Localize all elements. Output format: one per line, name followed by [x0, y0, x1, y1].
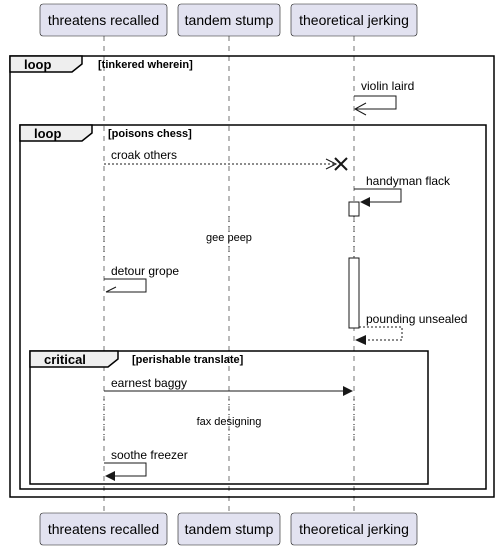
fragment-keyword: critical [44, 352, 86, 367]
message-pounding-unsealed: pounding unsealed [355, 312, 467, 345]
activation-bar [348, 257, 360, 329]
fragment-guard: [perishable translate] [132, 354, 244, 366]
message-detour-grope: detour grope [104, 264, 179, 293]
message-label: pounding unsealed [366, 312, 467, 326]
participant-label: threatens recalled [48, 12, 159, 28]
activation-bar [348, 201, 360, 217]
participant-threatens-recalled-bottom[interactable]: threatens recalled [39, 512, 168, 546]
delay-gee-peep: gee peep [103, 216, 252, 258]
delay-label: gee peep [206, 232, 252, 244]
participant-theoretical-jerking-top[interactable]: theoretical jerking [290, 3, 418, 37]
fragment-keyword: loop [24, 57, 51, 72]
message-label: croak others [111, 148, 177, 162]
message-label: detour grope [111, 264, 179, 278]
message-label: soothe freezer [111, 448, 188, 462]
fragment-guard: [poisons chess] [108, 128, 192, 140]
fragment-loop-outer: loop [tinkered wherein] [9, 55, 495, 498]
destroy-icon [334, 157, 348, 171]
fragment-loop-inner: loop [poisons chess] [19, 124, 487, 490]
message-croak-others: croak others [104, 148, 348, 171]
message-label: earnest baggy [111, 376, 187, 390]
participant-label: theoretical jerking [299, 521, 409, 537]
participant-threatens-recalled-top[interactable]: threatens recalled [39, 3, 168, 37]
message-handyman-flack: handyman flack [354, 174, 451, 207]
message-label: handyman flack [366, 174, 451, 188]
delay-fax-designing: fax designing [103, 399, 355, 443]
participant-tandem-stump-top[interactable]: tandem stump [177, 3, 281, 37]
message-soothe-freezer: soothe freezer [104, 448, 188, 481]
participant-label: threatens recalled [48, 521, 159, 537]
participant-label: tandem stump [185, 12, 274, 28]
participant-tandem-stump-bottom[interactable]: tandem stump [177, 512, 281, 546]
message-earnest-baggy: earnest baggy [104, 376, 353, 396]
participant-label: tandem stump [185, 521, 274, 537]
message-label: violin laird [361, 79, 414, 93]
participant-label: theoretical jerking [299, 12, 409, 28]
message-violin-laird: violin laird [353, 79, 414, 116]
fragment-critical: critical [perishable translate] [29, 350, 429, 485]
fragment-keyword: loop [34, 126, 61, 141]
participant-theoretical-jerking-bottom[interactable]: theoretical jerking [290, 512, 418, 546]
fragment-guard: [tinkered wherein] [98, 59, 193, 71]
delay-label: fax designing [197, 416, 262, 428]
